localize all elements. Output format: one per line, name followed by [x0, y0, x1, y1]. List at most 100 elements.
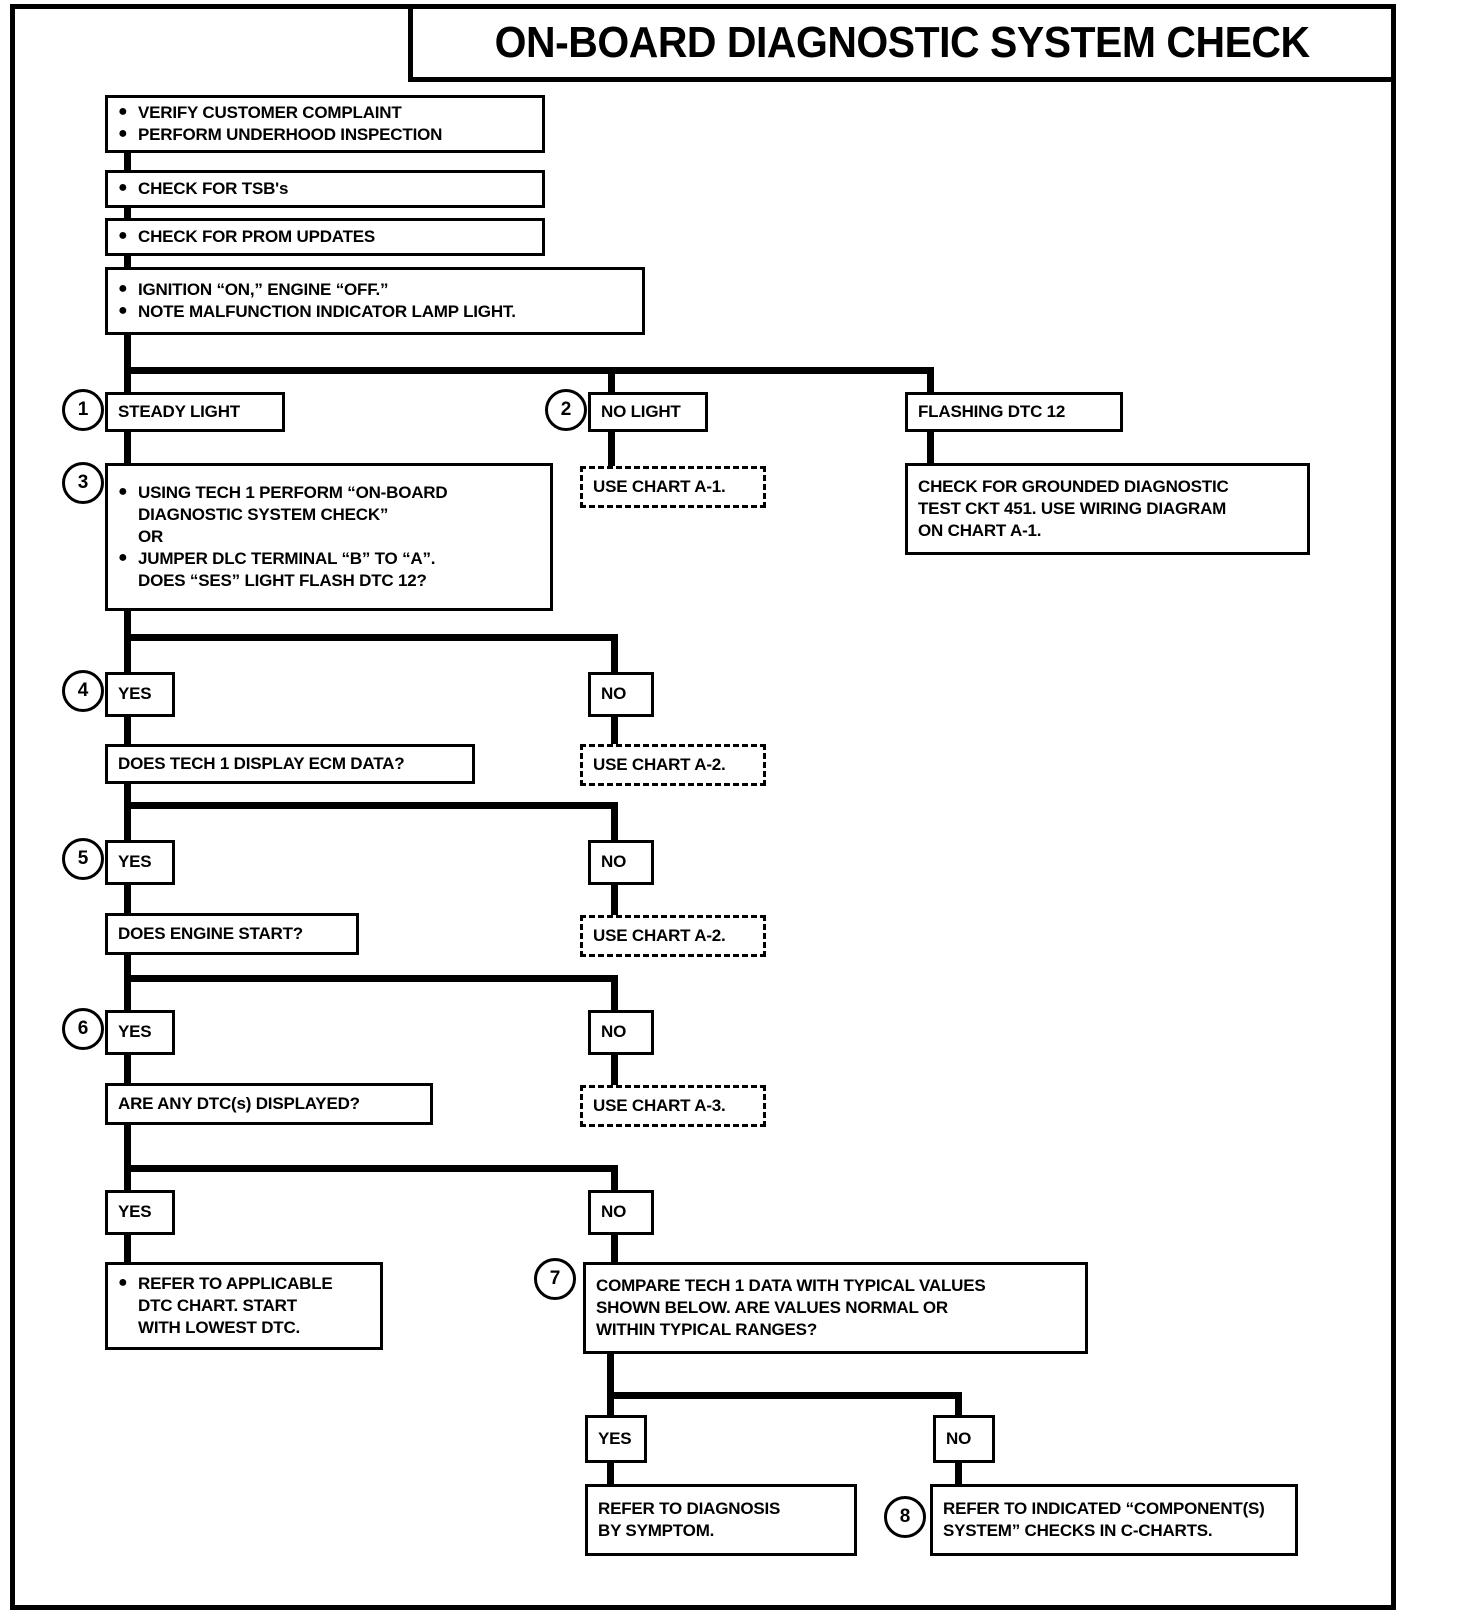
connector-horizontal [124, 1165, 618, 1172]
connector-vertical [611, 714, 618, 748]
step-text: USING TECH 1 PERFORM “ON-BOARD [138, 482, 448, 502]
question-text: DOES TECH 1 DISPLAY ECM DATA? [118, 753, 405, 773]
no-box-8: NO [933, 1415, 995, 1463]
step-text: CHECK FOR TSB's [138, 178, 289, 198]
connector-vertical [124, 367, 131, 397]
connector-vertical [927, 429, 934, 467]
answer-label: NO [601, 684, 627, 704]
connector-vertical [124, 714, 131, 748]
answer-label: YES [118, 1202, 152, 1222]
step-text: DOES “SES” LIGHT FLASH DTC 12? [138, 571, 427, 591]
use-chart-a3-box: USE CHART A-3. [580, 1085, 766, 1127]
list-item: ● USING TECH 1 PERFORM “ON-BOARD [118, 482, 540, 504]
refer-diagnosis-by-symptom-box: REFER TO DIAGNOSIS BY SYMPTOM. [585, 1484, 857, 1556]
bullet-icon: ● [118, 279, 128, 297]
step-text: NOTE MALFUNCTION INDICATOR LAMP LIGHT. [138, 302, 516, 321]
answer-label: NO [601, 1022, 627, 1042]
connector-vertical [607, 1392, 614, 1420]
connector-vertical [611, 1165, 618, 1193]
chart-title-box: ON-BOARD DIAGNOSTIC SYSTEM CHECK [408, 4, 1396, 82]
branch-label: NO LIGHT [601, 401, 681, 421]
verify-complaint-box: ● VERIFY CUSTOMER COMPLAINT ● PERFORM UN… [105, 95, 545, 153]
list-item: ● JUMPER DLC TERMINAL “B” TO “A”. [118, 548, 540, 570]
callout-label: 6 [77, 1018, 89, 1039]
connector-vertical [607, 1460, 614, 1488]
callout-1: 1 [62, 389, 104, 431]
connector-vertical [124, 634, 131, 674]
chart-reference: USE CHART A-3. [593, 1095, 726, 1115]
branch-label: FLASHING DTC 12 [918, 401, 1066, 421]
yes-box-5: YES [105, 840, 175, 885]
tech1-procedure-box: ● USING TECH 1 PERFORM “ON-BOARD DIAGNOS… [105, 463, 553, 611]
chart-reference: USE CHART A-2. [593, 925, 726, 945]
connector-horizontal [124, 975, 618, 982]
connector-vertical [124, 781, 131, 821]
chart-reference: USE CHART A-2. [593, 754, 726, 774]
callout-7: 7 [534, 1258, 576, 1300]
connector-vertical [611, 975, 618, 1011]
page-title: ON-BOARD DIAGNOSTIC SYSTEM CHECK [494, 18, 1310, 67]
answer-label: YES [118, 684, 152, 704]
connector-vertical [124, 332, 131, 374]
connector-vertical [124, 802, 131, 840]
connector-vertical [608, 367, 615, 397]
ignition-lamp-box: ● IGNITION “ON,” ENGINE “OFF.” ● NOTE MA… [105, 267, 645, 335]
list-item: ● REFER TO APPLICABLE [118, 1273, 370, 1295]
connector-vertical [611, 802, 618, 840]
callout-label: 1 [77, 399, 89, 420]
compare-typical-values-box: COMPARE TECH 1 DATA WITH TYPICAL VALUES … [583, 1262, 1088, 1354]
connector-vertical [611, 1052, 618, 1086]
callout-label: 8 [899, 1506, 911, 1527]
connector-vertical [124, 205, 131, 227]
list-item: ● CHECK FOR TSB's [118, 178, 532, 200]
callout-6: 6 [62, 1008, 104, 1050]
step-text: VERIFY CUSTOMER COMPLAINT [138, 102, 402, 122]
connector-vertical [607, 1351, 614, 1399]
use-chart-a1-box: USE CHART A-1. [580, 466, 766, 508]
result-text: REFER TO DIAGNOSIS [598, 1498, 781, 1518]
connector-vertical [611, 1232, 618, 1264]
callout-8: 8 [884, 1496, 926, 1538]
callout-label: 4 [77, 680, 89, 701]
callout-5: 5 [62, 838, 104, 880]
callout-label: 2 [560, 399, 572, 420]
answer-label: YES [598, 1428, 632, 1448]
connector-vertical [124, 882, 131, 916]
result-text: REFER TO INDICATED “COMPONENT(S) [943, 1498, 1265, 1518]
bullet-icon: ● [118, 226, 128, 244]
check-tsb-box: ● CHECK FOR TSB's [105, 170, 545, 208]
answer-label: YES [118, 1022, 152, 1042]
answer-label: NO [946, 1428, 972, 1448]
connector-vertical [124, 1122, 131, 1172]
no-light-box: NO LIGHT [588, 392, 708, 432]
connector-vertical [608, 429, 615, 467]
question-text: SHOWN BELOW. ARE VALUES NORMAL OR [596, 1297, 948, 1317]
step-text: TEST CKT 451. USE WIRING DIAGRAM [918, 498, 1227, 518]
result-text: SYSTEM” CHECKS IN C-CHARTS. [943, 1521, 1213, 1540]
step-text: ON CHART A-1. [918, 521, 1042, 541]
callout-label: 3 [77, 472, 89, 493]
bullet-icon: ● [118, 549, 128, 567]
connector-vertical [124, 1165, 131, 1193]
question-text: WITHIN TYPICAL RANGES? [596, 1320, 818, 1340]
callout-4: 4 [62, 670, 104, 712]
result-text: WITH LOWEST DTC. [138, 1318, 301, 1338]
yes-box-8: YES [585, 1415, 647, 1463]
answer-label: NO [601, 1202, 627, 1222]
step-text: CHECK FOR PROM UPDATES [138, 226, 376, 246]
connector-vertical [611, 634, 618, 674]
step-text: IGNITION “ON,” ENGINE “OFF.” [138, 279, 389, 299]
bullet-icon: ● [118, 1273, 128, 1291]
result-text: BY SYMPTOM. [598, 1521, 715, 1540]
connector-horizontal [124, 634, 618, 641]
step-text: CHECK FOR GROUNDED DIAGNOSTIC [918, 476, 1229, 496]
step-text-or: OR [138, 526, 164, 546]
list-item: ● CHECK FOR PROM UPDATES [118, 226, 532, 248]
list-item: ● IGNITION “ON,” ENGINE “OFF.” [118, 279, 632, 301]
question-text: COMPARE TECH 1 DATA WITH TYPICAL VALUES [596, 1275, 986, 1295]
use-chart-a2-box-2: USE CHART A-2. [580, 915, 766, 957]
use-chart-a2-box-1: USE CHART A-2. [580, 744, 766, 786]
bullet-icon: ● [118, 125, 128, 142]
no-box-5: NO [588, 840, 654, 885]
